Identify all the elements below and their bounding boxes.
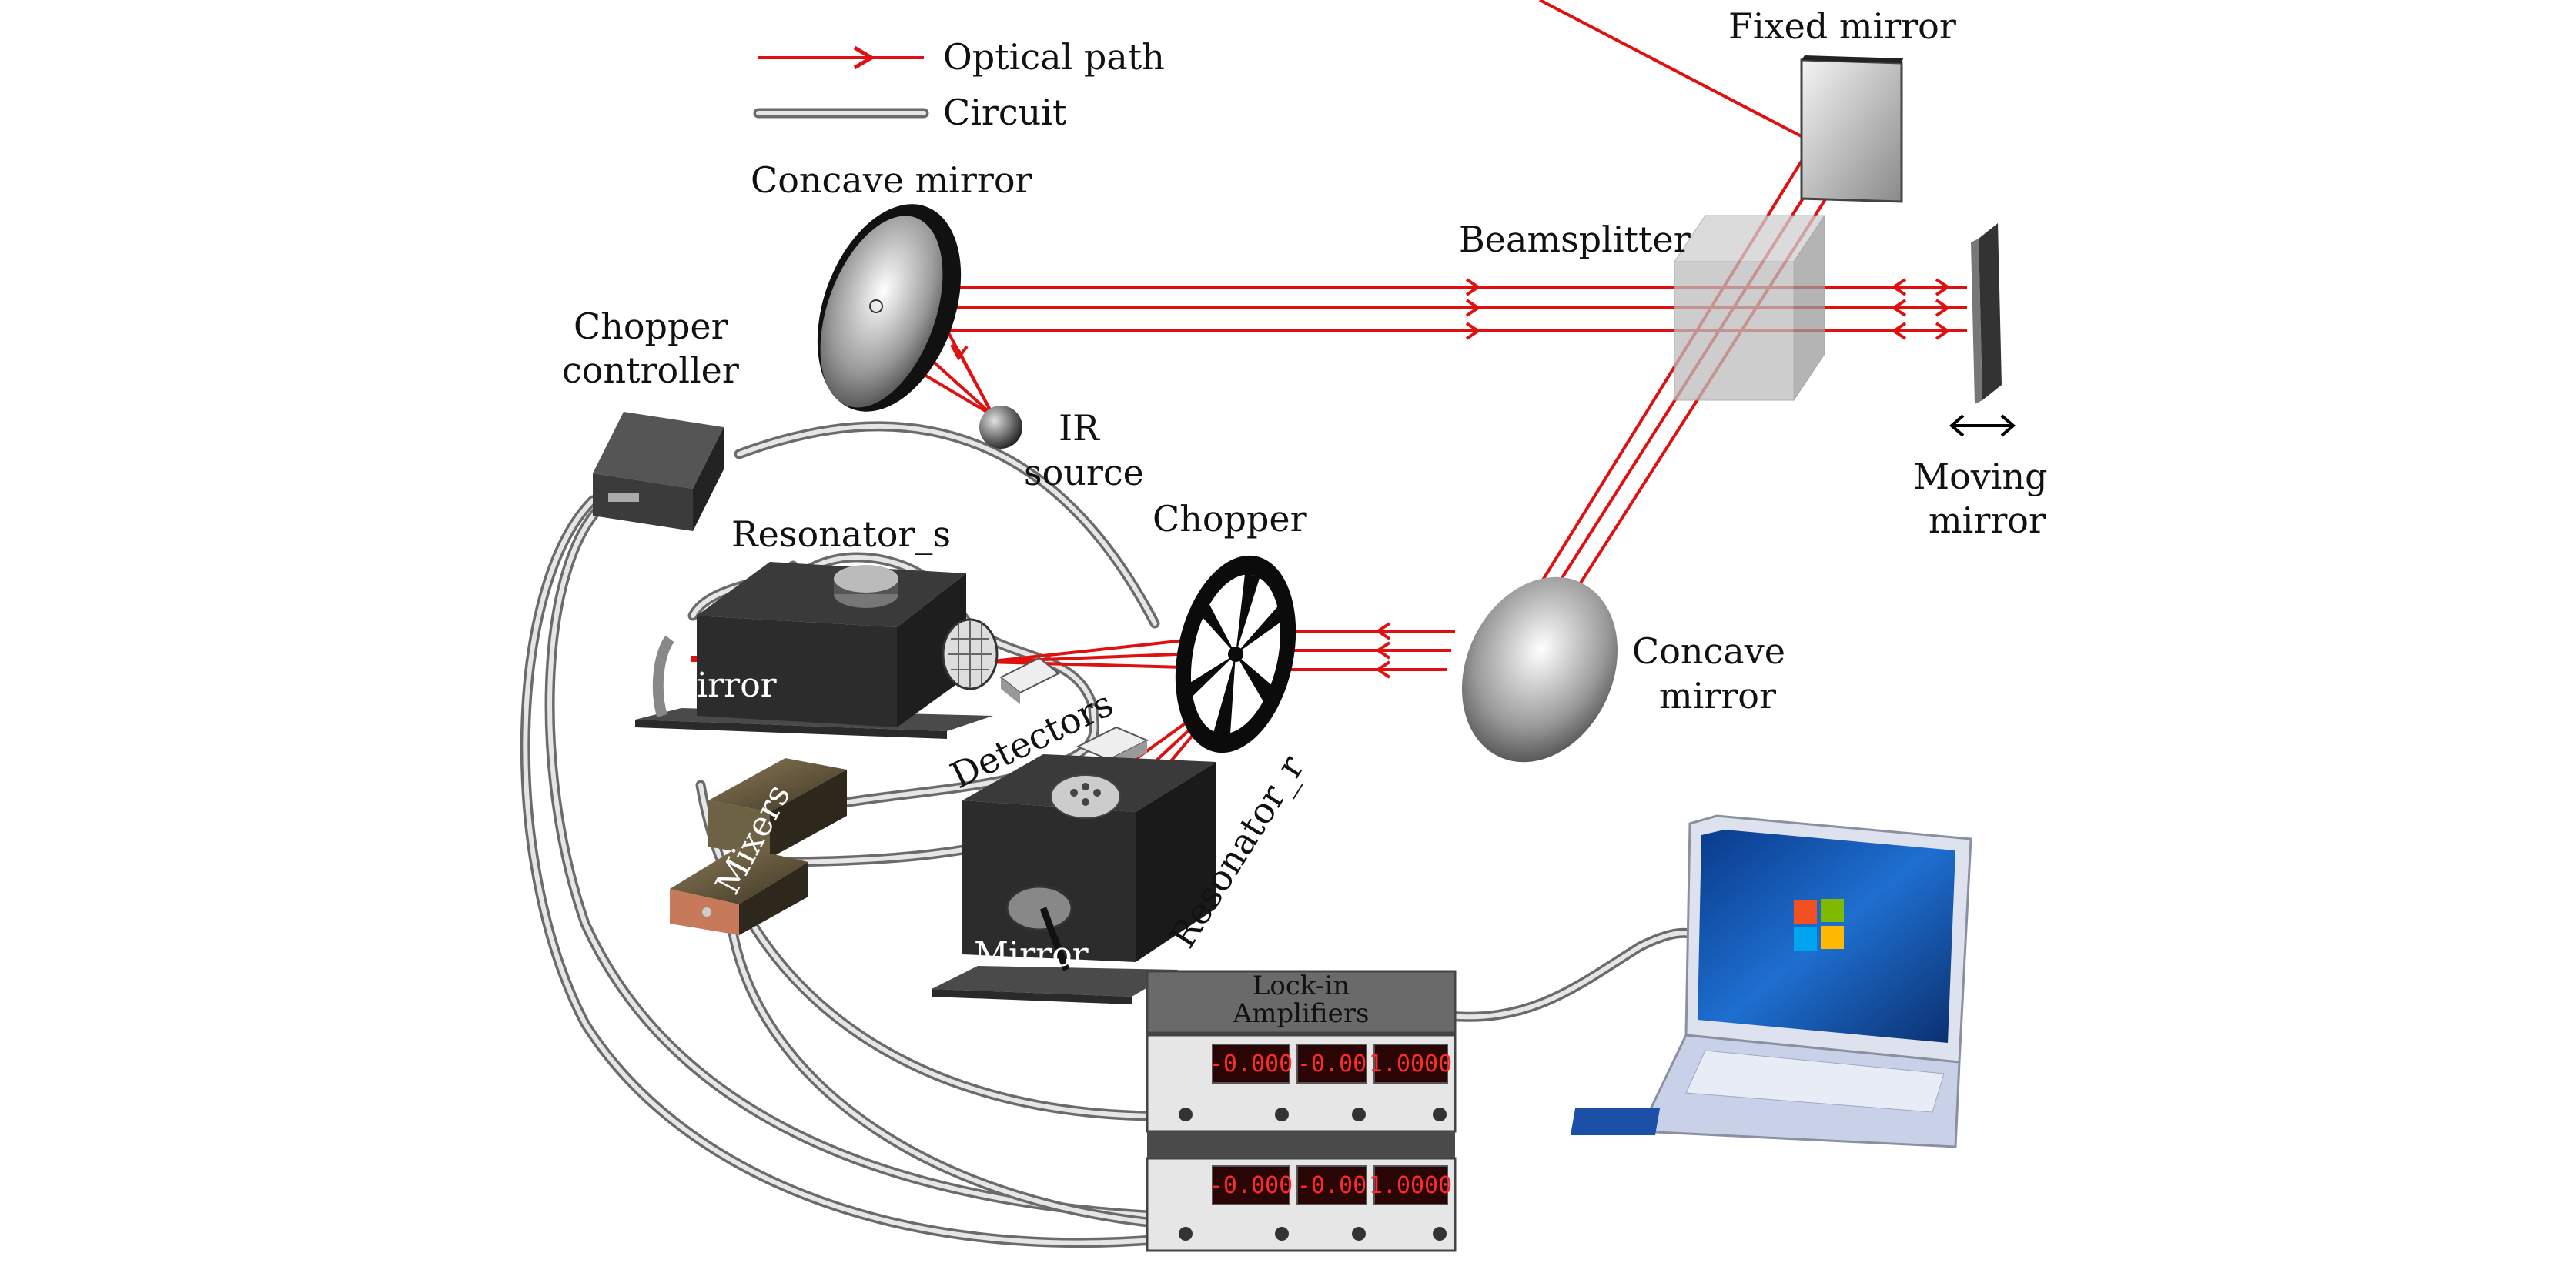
arrow-right-icon bbox=[853, 45, 875, 70]
lockin-amplifiers: Lock-in Amplifiers bbox=[1146, 970, 1457, 1252]
legend-circuit-label: Circuit bbox=[943, 92, 1067, 133]
beamsplitter-label: Beamsplitter bbox=[1459, 219, 1691, 260]
lockin-title-2: Amplifiers bbox=[1233, 998, 1370, 1029]
lockin-1-display-1: -0.000 bbox=[1209, 1051, 1293, 1078]
beamsplitter bbox=[1674, 214, 1825, 402]
concave-mirror-top-label: Concave mirror bbox=[751, 159, 1032, 201]
circuit-cable-inner bbox=[547, 498, 1165, 1218]
legend-optical-path-label: Optical path bbox=[943, 36, 1165, 78]
concave-mirror-right bbox=[1461, 576, 1618, 763]
lockin-1-display-2: -0.00 bbox=[1297, 1051, 1367, 1078]
chopper-controller bbox=[593, 412, 724, 531]
mixers bbox=[670, 758, 847, 935]
concave-mirror-right-label-1: Concave bbox=[1632, 630, 1785, 672]
double-arrow-icon bbox=[1949, 414, 2016, 437]
lockin-2-display-1: -0.000 bbox=[1209, 1172, 1293, 1199]
fixed-mirror-label: Fixed mirror bbox=[1728, 5, 1956, 47]
circuit-cable-inner bbox=[523, 498, 1165, 1245]
resonator-r bbox=[932, 754, 1216, 1004]
circuit-cable bbox=[1442, 927, 1699, 1022]
chopper-controller-label-2: controller bbox=[562, 349, 739, 391]
concave-mirror-top bbox=[817, 204, 962, 412]
lockin-1-display-3: 1.0000 bbox=[1369, 1051, 1452, 1078]
lockin-unit-2: -0.000 -0.00 1.0000 bbox=[1179, 1165, 1452, 1241]
ir-source bbox=[979, 406, 1022, 449]
legend: Optical path Circuit bbox=[753, 36, 1165, 133]
lockin-2-display-3: 1.0000 bbox=[1369, 1172, 1452, 1199]
fixed-mirror bbox=[1800, 55, 1903, 203]
lockin-title-1: Lock-in bbox=[1253, 971, 1350, 1001]
ir-source-label-1: IR bbox=[1059, 407, 1100, 449]
beam-arrows bbox=[950, 278, 1951, 679]
lockin-2-display-2: -0.00 bbox=[1297, 1172, 1367, 1199]
mirror-r-label: Mirror bbox=[974, 935, 1089, 974]
moving-mirror bbox=[1971, 223, 2002, 404]
circuit-cable-inner bbox=[737, 423, 1157, 626]
resonator-s bbox=[635, 562, 999, 739]
detectors bbox=[999, 657, 1149, 772]
windows-logo-icon bbox=[1794, 899, 1844, 951]
resonator-s-label: Resonator_s bbox=[731, 513, 951, 555]
moving-mirror-label-2: mirror bbox=[1929, 500, 2046, 541]
circuit-cable-inner bbox=[729, 921, 1165, 1226]
circuit-cable-inner bbox=[1445, 931, 1696, 1020]
chopper-label: Chopper bbox=[1153, 498, 1307, 540]
laptop bbox=[1570, 814, 1972, 1148]
lockin-unit-1: -0.000 -0.00 1.0000 bbox=[1179, 1044, 1452, 1121]
chopper-controller-label-1: Chopper bbox=[574, 306, 728, 347]
ir-source-label-2: source bbox=[1024, 452, 1144, 493]
chopper-wheel bbox=[1175, 555, 1296, 753]
moving-mirror-label-1: Moving bbox=[1913, 456, 2048, 497]
mirror-s-label: Mirror bbox=[662, 666, 778, 705]
concave-mirror-right-label-2: mirror bbox=[1659, 675, 1776, 717]
